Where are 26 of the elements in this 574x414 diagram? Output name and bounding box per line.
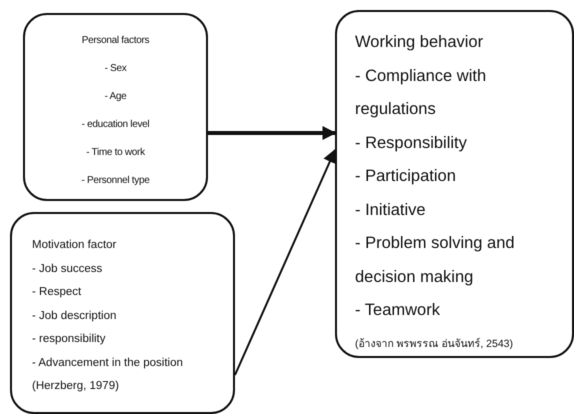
list-item: - Advancement in the position <box>32 356 183 370</box>
list-item: (อ้างจาก พรพรรณ อ่นจันทร์, 2543) <box>355 336 514 352</box>
list-item: - Sex <box>104 62 126 76</box>
box-heading: Motivation factor <box>32 238 116 253</box>
list-item: - Job success <box>32 262 102 276</box>
list-item: - Participation <box>355 166 456 187</box>
list-item: - Personnel type <box>81 174 150 188</box>
list-item: - Respect <box>32 285 82 300</box>
list-item: (Herzberg, 1979) <box>32 379 119 394</box>
list-item: - Time to work <box>86 146 145 160</box>
list-item: - Job description <box>32 308 116 324</box>
list-item: - Compliance with regulations <box>355 66 488 120</box>
list-item: - responsibility <box>32 332 106 347</box>
list-item: - Age <box>104 90 126 104</box>
list-item: - education level <box>82 118 150 132</box>
list-item: - Responsibility <box>355 132 467 154</box>
rounded-box <box>335 10 574 358</box>
list-item: - Problem solving and decision making <box>355 233 516 288</box>
rounded-box <box>10 212 235 414</box>
arrow <box>234 148 336 376</box>
rounded-box <box>23 13 208 201</box>
arrow <box>208 126 336 140</box>
box-heading: Personal factors <box>82 34 150 48</box>
list-item: - Teamwork <box>355 300 440 321</box>
box-heading: Working behavior <box>355 32 484 53</box>
list-item: - Initiative <box>355 200 426 220</box>
